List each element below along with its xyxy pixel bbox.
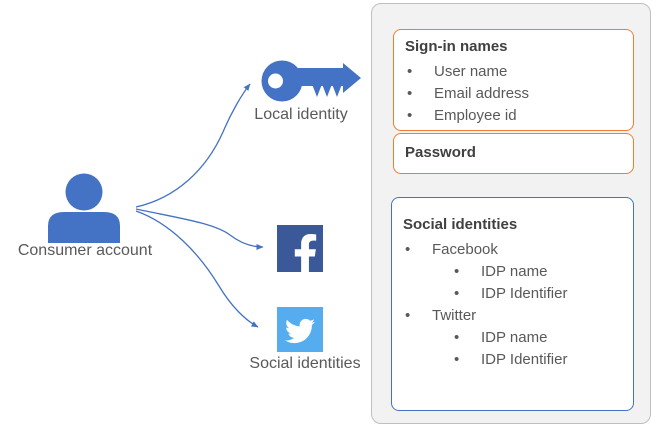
key-icon	[261, 60, 361, 102]
person-icon	[48, 173, 120, 243]
provider-attribute: IDP Identifier	[452, 349, 623, 371]
signin-names-box: Sign-in names User name Email address Em…	[393, 29, 634, 131]
consumer-account-label: Consumer account	[17, 242, 153, 259]
password-box: Password	[393, 133, 634, 174]
arrow-to-local-identity	[135, 83, 251, 208]
social-identities-label: Social identities	[249, 355, 361, 372]
provider-attribute: IDP Identifier	[452, 283, 623, 305]
provider-item: Twitter	[403, 305, 623, 327]
provider-item: Facebook	[403, 239, 623, 261]
attributes-panel: Sign-in names User name Email address Em…	[371, 3, 651, 424]
provider-attribute: IDP name	[452, 327, 623, 349]
local-identity-label: Local identity	[254, 106, 348, 123]
signin-item: User name	[405, 61, 623, 83]
arrow-to-facebook	[135, 208, 264, 250]
signin-names-title: Sign-in names	[405, 38, 508, 55]
social-identities-title: Social identities	[403, 216, 518, 233]
signin-item: Email address	[405, 83, 623, 105]
arrow-to-twitter	[135, 210, 259, 328]
facebook-icon	[277, 225, 323, 272]
social-identities-box: Social identities Facebook IDP name IDP …	[391, 197, 634, 411]
twitter-icon	[277, 307, 323, 352]
provider-attribute: IDP name	[452, 261, 623, 283]
password-title: Password	[405, 144, 476, 161]
signin-item: Employee id	[405, 105, 623, 127]
